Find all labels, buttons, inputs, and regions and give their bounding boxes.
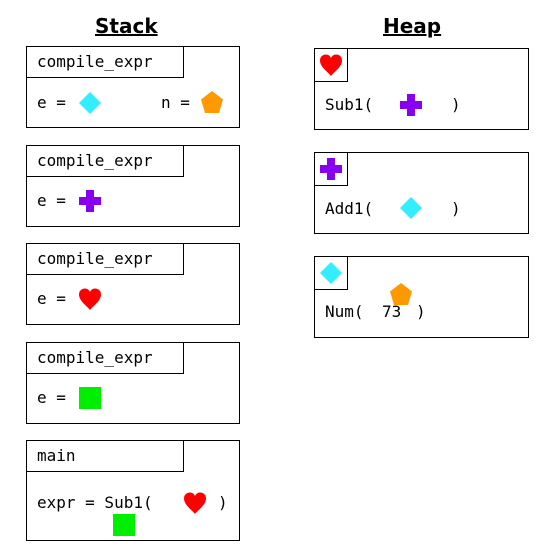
diamond-icon: [399, 196, 423, 220]
stack-frame-main: main expr = Sub1( ): [26, 440, 240, 541]
plus-icon: [399, 93, 423, 117]
pentagon-icon: [200, 90, 224, 114]
heart-icon: [78, 287, 102, 311]
stack-frame: compile_expr e =: [26, 342, 240, 424]
close-paren: ): [416, 302, 426, 321]
plus-icon: [78, 189, 102, 213]
ctor-label: Num(: [325, 302, 364, 321]
frame-title: compile_expr: [26, 342, 184, 374]
pentagon-icon: [389, 282, 413, 306]
heap-tag: [314, 48, 348, 82]
close-paren: ): [218, 493, 228, 512]
frame-title: compile_expr: [26, 145, 184, 177]
stack-heading: Stack: [95, 14, 158, 38]
stack-frame: compile_expr e =: [26, 243, 240, 325]
var-label: e =: [37, 388, 66, 407]
var-label: e =: [37, 93, 66, 112]
stack-frame: compile_expr e =: [26, 145, 240, 227]
ctor-label: Add1(: [325, 199, 374, 218]
square-icon: [78, 386, 102, 410]
frame-title: main: [26, 440, 184, 472]
heap-object: Add1( ): [314, 152, 529, 234]
var-label: e =: [37, 289, 66, 308]
close-paren: ): [451, 95, 461, 114]
num-value: 73: [382, 302, 402, 321]
frame-title: compile_expr: [26, 46, 184, 78]
plus-icon: [319, 157, 343, 181]
diamond-icon: [319, 261, 343, 285]
square-icon: [112, 513, 136, 537]
heap-object: Sub1( ): [314, 48, 529, 130]
var-label: expr = Sub1(: [37, 493, 153, 512]
heart-icon: [319, 53, 343, 77]
stack-frame: compile_expr e = n =: [26, 46, 240, 128]
frame-title: compile_expr: [26, 243, 184, 275]
heap-tag: [314, 152, 348, 186]
heap-tag: [314, 256, 348, 290]
var-label: e =: [37, 191, 66, 210]
heap-object: Num( 73 ): [314, 256, 529, 338]
heart-icon: [183, 491, 207, 515]
diamond-icon: [78, 91, 102, 115]
ctor-label: Sub1(: [325, 95, 374, 114]
var-label: n =: [161, 93, 190, 112]
heap-heading: Heap: [383, 14, 442, 38]
close-paren: ): [451, 199, 461, 218]
